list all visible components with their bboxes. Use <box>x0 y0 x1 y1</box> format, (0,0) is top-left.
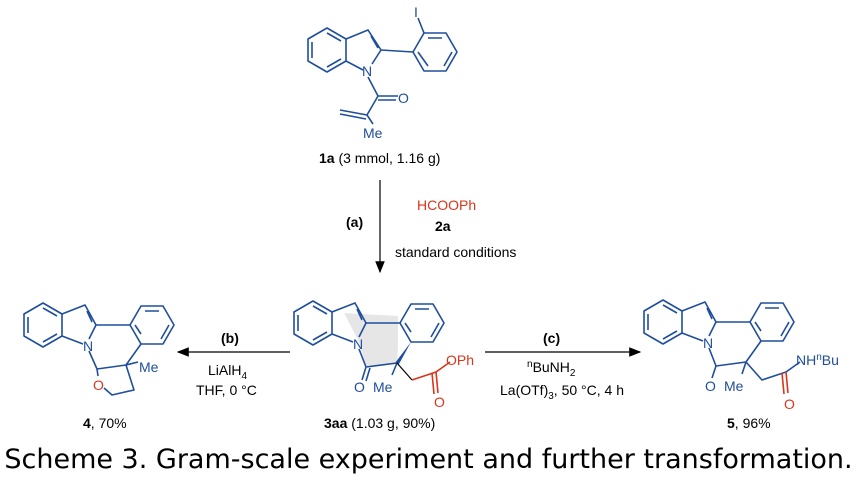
step-c-reagent: nBuNH2 <box>527 359 576 379</box>
step-a-label: (a) <box>346 214 363 230</box>
atom-o-ester: O <box>434 394 445 410</box>
step-b-label: (b) <box>221 330 239 346</box>
step-b-reagent: LiAlH4 <box>208 362 247 382</box>
atom-nhbu: NHnBu <box>796 352 839 368</box>
reagent-2a-label: 2a <box>435 218 451 234</box>
compound-5-structure: N O Me NHnBu O <box>643 299 839 412</box>
atom-n: N <box>353 336 363 352</box>
atom-o: O <box>354 379 365 395</box>
atom-n: N <box>362 63 372 79</box>
atom-me: Me <box>724 378 744 394</box>
atom-me: Me <box>139 359 159 375</box>
atom-me: Me <box>363 125 383 141</box>
scheme-caption: Scheme 3. Gram-scale experiment and furt… <box>4 444 853 475</box>
atom-o: O <box>93 377 104 393</box>
atom-n: N <box>703 335 713 351</box>
compound-1a-structure: I N O Me <box>307 4 458 141</box>
atom-iodine: I <box>414 4 418 20</box>
compound-3aa-label: 3aa (1.03 g, 90%) <box>324 415 435 431</box>
step-a-conditions: standard conditions <box>395 244 516 260</box>
compound-1a-label: 1a (3 mmol, 1.16 g) <box>319 150 440 166</box>
atom-o: O <box>705 378 716 394</box>
step-b-conditions: THF, 0 °C <box>196 382 257 398</box>
compound-3aa-structure: N O Me OPh O <box>293 300 474 410</box>
compound-4-label: 4, 70% <box>83 415 127 431</box>
compound-5-label: 5, 96% <box>727 415 771 431</box>
step-c-conditions: La(OTf)3, 50 °C, 4 h <box>500 382 624 402</box>
step-c-label: (c) <box>543 330 560 346</box>
atom-o-amide: O <box>784 396 795 412</box>
atom-n: N <box>83 338 93 354</box>
reagent-2a-formula: HCOOPh <box>417 197 476 213</box>
atom-o: O <box>398 90 409 106</box>
atom-me: Me <box>373 379 393 395</box>
compound-4-structure: N O Me <box>23 302 175 396</box>
atom-oph: OPh <box>446 352 474 368</box>
